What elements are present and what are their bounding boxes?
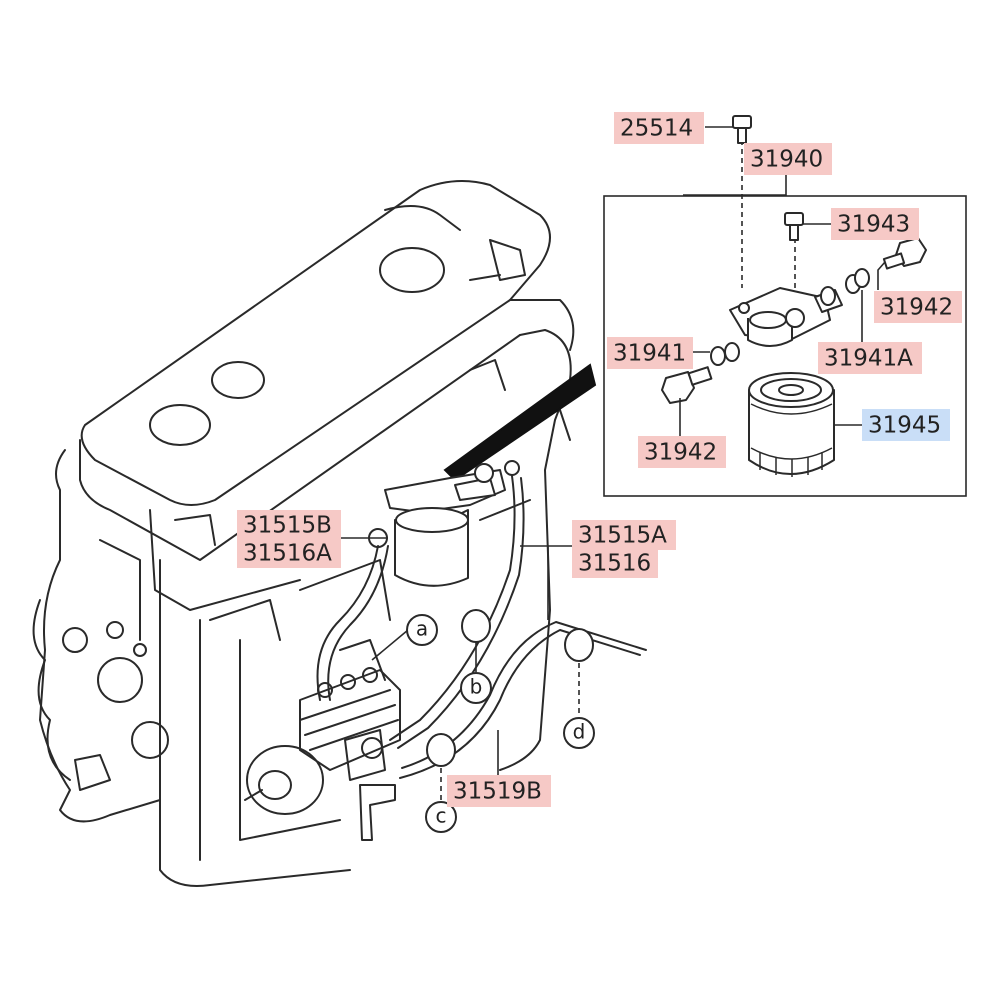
label-31515B[interactable]: 31515B [237, 510, 341, 540]
bolt-25514-icon [732, 115, 752, 144]
callout-c: c [425, 801, 457, 833]
label-31519B[interactable]: 31519B [447, 775, 551, 807]
detail-box [603, 115, 967, 497]
leader-lines [340, 126, 886, 800]
washer-31941A-icon [845, 268, 870, 294]
part-labels[interactable]: 25514 31940 31943 31942 31941 31941A 319… [237, 112, 962, 807]
callout-c-text: c [436, 804, 447, 828]
svg-text:31516: 31516 [578, 551, 651, 577]
svg-text:31942: 31942 [644, 440, 717, 466]
svg-text:25514: 25514 [620, 116, 693, 142]
label-31940[interactable]: 31940 [744, 143, 832, 175]
label-31516A[interactable]: 31516A [237, 538, 341, 568]
callout-a-text: a [416, 617, 428, 641]
label-25514[interactable]: 25514 [614, 112, 704, 144]
svg-text:31945: 31945 [868, 413, 941, 439]
callout-b: b [460, 672, 492, 704]
svg-text:31940: 31940 [750, 147, 823, 173]
banjo-bolt-31942-top-icon [882, 237, 927, 270]
svg-text:31941A: 31941A [824, 346, 913, 372]
svg-text:31515B: 31515B [243, 513, 332, 539]
callout-a: a [406, 614, 438, 646]
label-31516[interactable]: 31516 [572, 548, 658, 578]
svg-text:31942: 31942 [880, 295, 953, 321]
label-31942-bottom[interactable]: 31942 [638, 436, 726, 468]
label-31943[interactable]: 31943 [831, 208, 919, 240]
label-31941A[interactable]: 31941A [818, 342, 922, 374]
callout-d: d [563, 717, 595, 749]
label-31942-top[interactable]: 31942 [874, 291, 962, 323]
callout-b-text: b [470, 675, 483, 699]
fuel-filter-31945-icon [748, 372, 835, 477]
callout-d-text: d [573, 720, 586, 744]
banjo-bolt-31942-bottom-icon [661, 366, 713, 404]
label-31945[interactable]: 31945 [862, 409, 950, 441]
svg-text:31516A: 31516A [243, 541, 332, 567]
bolt-31943-icon [784, 212, 804, 241]
filter-head-icon [729, 286, 843, 347]
svg-text:31519B: 31519B [453, 779, 542, 805]
svg-text:31943: 31943 [837, 212, 910, 238]
washer-31941-icon [710, 342, 740, 366]
engine-fuel-filter [316, 363, 647, 779]
label-31941[interactable]: 31941 [607, 337, 693, 369]
engine-block [32, 180, 575, 887]
svg-text:31941: 31941 [613, 341, 686, 367]
svg-text:31515A: 31515A [578, 523, 667, 549]
label-31515A[interactable]: 31515A [572, 520, 676, 550]
